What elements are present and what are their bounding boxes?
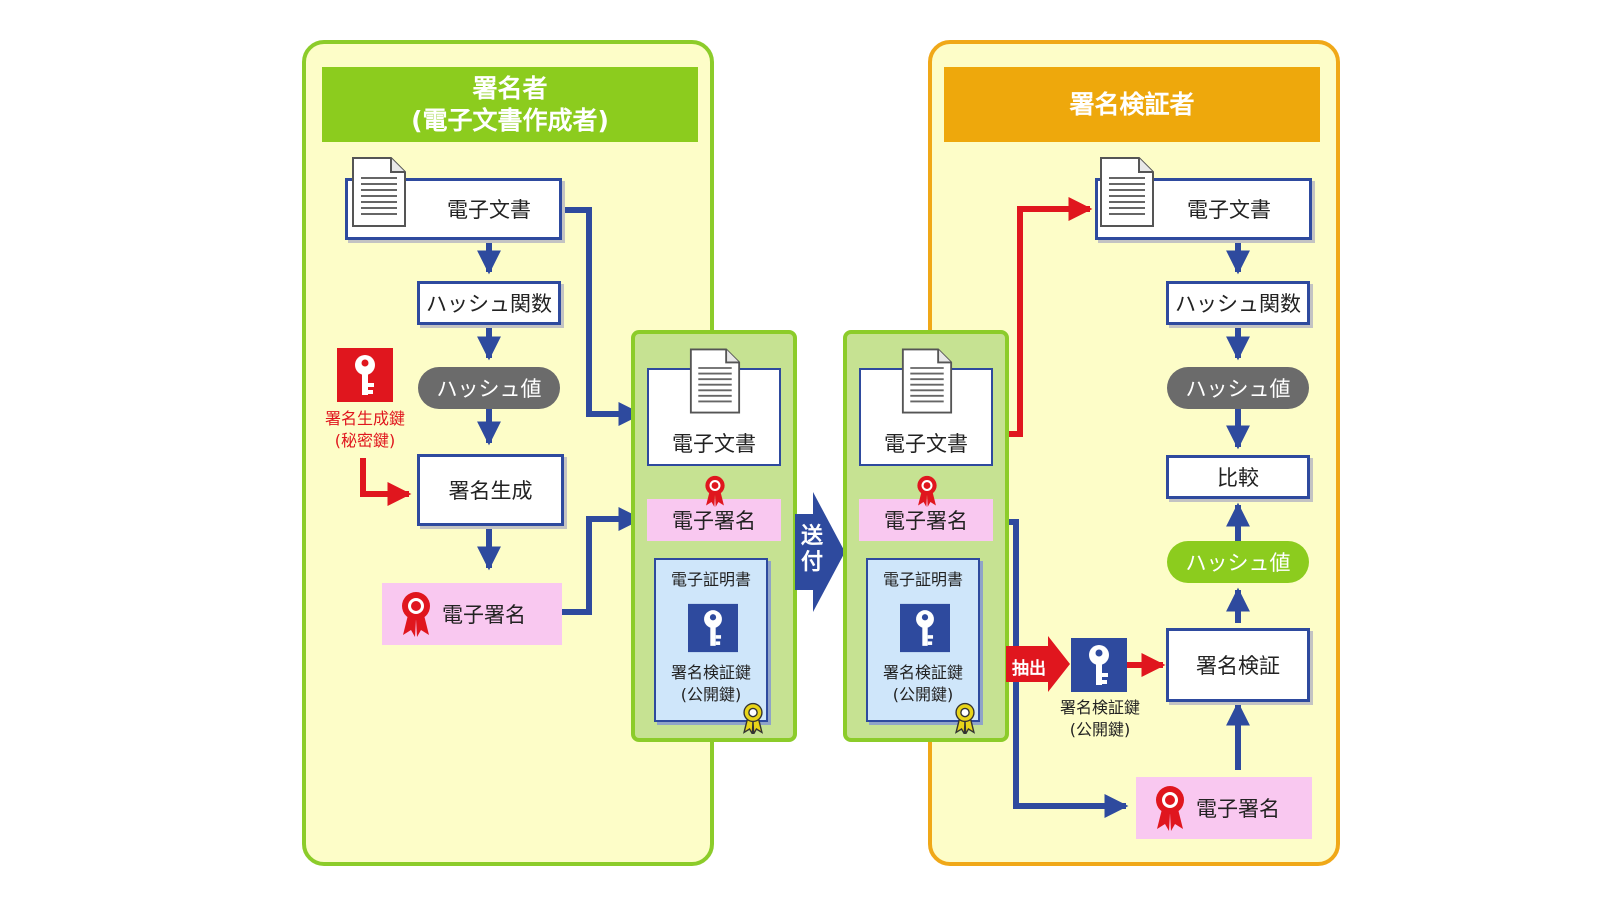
signature-seal-icon: [705, 475, 725, 507]
signer-hash-function-label: ハッシュ関数: [426, 292, 552, 316]
document-icon: [689, 348, 741, 414]
public-key-icon: [900, 603, 950, 653]
verifier-document-label: 電子文書: [1187, 198, 1271, 222]
received-certificate: 電子証明書 署名検証鍵 (公開鍵): [866, 558, 980, 722]
received-document-label: 電子文書: [884, 432, 968, 456]
send-label: 送 付: [795, 524, 829, 576]
signer-document-label: 電子文書: [447, 198, 531, 222]
verifier-digital-signature-label: 電子署名: [1196, 797, 1280, 821]
signature-verification-label: 署名検証: [1196, 654, 1280, 678]
received-key-label-line1: 署名検証鍵: [882, 663, 963, 682]
verifier-hash-value-bottom-label: ハッシュ値: [1185, 551, 1291, 575]
verifier-key-label-line2: (公開鍵): [1069, 720, 1131, 739]
received-certificate-title: 電子証明書: [882, 570, 963, 589]
verifier-hash-value-bottom: ハッシュ値: [1167, 541, 1309, 583]
signer-hash-function-box: ハッシュ関数: [417, 281, 561, 325]
sent-digital-signature-label: 電子署名: [672, 509, 756, 533]
document-icon: [352, 157, 406, 227]
received-digital-signature: 電子署名: [859, 499, 993, 541]
signature-generation-label: 署名生成: [448, 479, 533, 503]
verifier-key-label-line1: 署名検証鍵: [1059, 698, 1140, 717]
sent-document-label: 電子文書: [672, 432, 756, 456]
private-key-icon: [337, 348, 393, 402]
private-key-label-line1: 署名生成鍵: [324, 409, 405, 428]
verifier-hash-function-label: ハッシュ関数: [1175, 292, 1301, 316]
extract-arrow: [1006, 636, 1070, 692]
private-key-label: 署名生成鍵 (秘密鍵): [310, 408, 420, 452]
signer-header-title: 署名者: [472, 73, 548, 103]
sent-key-label-line2: (公開鍵): [680, 685, 742, 704]
signer-digital-signature-label: 電子署名: [442, 603, 526, 627]
verifier-header-title: 署名検証者: [1069, 89, 1195, 119]
received-certificate-key-label: 署名検証鍵 (公開鍵): [868, 662, 978, 706]
verifier-hash-value-top: ハッシュ値: [1167, 367, 1309, 409]
signature-generation-box: 署名生成: [417, 454, 564, 526]
signer-header-subtitle: (電子文書作成者): [411, 105, 609, 135]
sent-certificate-title: 電子証明書: [670, 570, 751, 589]
received-digital-signature-label: 電子署名: [884, 509, 968, 533]
document-icon: [1100, 157, 1154, 227]
public-key-icon: [688, 603, 738, 653]
document-icon: [901, 348, 953, 414]
sent-certificate-key-label: 署名検証鍵 (公開鍵): [656, 662, 766, 706]
extract-label: 抽出: [1012, 659, 1046, 679]
send-arrow: [795, 492, 845, 612]
signature-verification-box: 署名検証: [1166, 628, 1310, 702]
signature-seal-icon: [1156, 786, 1184, 831]
compare-label: 比較: [1217, 466, 1259, 490]
signer-hash-value: ハッシュ値: [418, 367, 560, 409]
signer-header: 署名者 (電子文書作成者): [322, 67, 698, 142]
signer-hash-value-label: ハッシュ値: [436, 377, 542, 401]
signature-seal-icon: [917, 475, 937, 507]
received-document-box: 電子文書: [859, 368, 993, 466]
verifier-hash-value-top-label: ハッシュ値: [1185, 377, 1291, 401]
private-key-label-line2: (秘密鍵): [334, 431, 396, 450]
verifier-key-label: 署名検証鍵 (公開鍵): [1046, 697, 1154, 741]
arrow-privatekey-to-siggen: [360, 458, 412, 506]
verifier-header: 署名検証者: [944, 67, 1320, 142]
send-label-line2: 付: [800, 550, 823, 575]
sent-key-label-line1: 署名検証鍵: [670, 663, 751, 682]
certificate-seal-icon: [954, 702, 976, 734]
certificate-seal-icon: [742, 702, 764, 734]
sent-certificate: 電子証明書 署名検証鍵 (公開鍵): [654, 558, 768, 722]
verifier-hash-function-box: ハッシュ関数: [1166, 281, 1310, 325]
arrow-doc-to-package: [560, 207, 643, 426]
compare-box: 比較: [1166, 455, 1310, 499]
arrow-signature-to-package: [562, 507, 643, 615]
signature-seal-icon: [402, 592, 430, 637]
public-key-icon: [1071, 638, 1127, 692]
received-key-label-line2: (公開鍵): [892, 685, 954, 704]
send-label-line1: 送: [800, 524, 823, 549]
